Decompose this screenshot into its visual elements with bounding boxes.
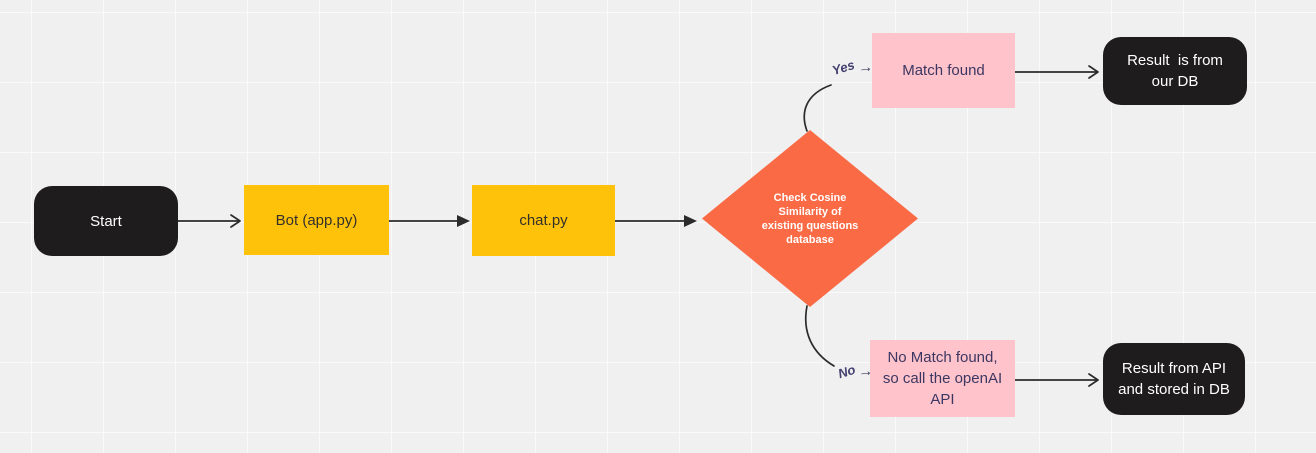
edge-label-yes-text: Yes <box>830 57 857 78</box>
edge-label-no-text: No <box>836 361 858 382</box>
node-start-label: Start <box>90 212 122 230</box>
connector-nomatch-resultapi[interactable] <box>1014 373 1099 387</box>
node-match-found[interactable]: Match found <box>872 33 1015 108</box>
connector-match-resultdb[interactable] <box>1014 65 1099 79</box>
connector-decision-yes-curve[interactable] <box>803 84 832 132</box>
node-decision-label: Check Cosine Similarity of existing ques… <box>761 191 859 246</box>
node-bot-app[interactable]: Bot (app.py) <box>244 185 389 255</box>
node-chat-py[interactable]: chat.py <box>472 185 615 256</box>
edge-label-no[interactable]: No → <box>836 361 875 382</box>
node-result-db-label: Result is from our DB <box>1127 52 1223 90</box>
node-match-label: Match found <box>902 62 985 79</box>
node-start[interactable]: Start <box>34 186 178 256</box>
connector-bot-chat[interactable] <box>388 215 470 227</box>
node-chat-label: chat.py <box>519 212 568 229</box>
node-bot-label: Bot (app.py) <box>275 211 358 229</box>
edge-label-yes[interactable]: Yes → <box>830 57 874 78</box>
edge-label-yes-arrow-icon: → <box>856 58 874 77</box>
node-result-from-db[interactable]: Result is from our DB <box>1103 37 1247 105</box>
connector-start-bot[interactable] <box>177 214 241 228</box>
connector-decision-no-curve[interactable] <box>805 305 835 367</box>
node-result-from-api[interactable]: Result from API and stored in DB <box>1103 343 1245 415</box>
node-no-match-label: No Match found, so call the openAI API <box>882 349 1003 408</box>
connector-chat-decision[interactable] <box>614 215 697 227</box>
node-no-match-openai[interactable]: No Match found, so call the openAI API <box>870 340 1015 417</box>
node-result-api-label: Result from API and stored in DB <box>1118 360 1230 398</box>
edge-label-no-arrow-icon: → <box>857 362 875 381</box>
